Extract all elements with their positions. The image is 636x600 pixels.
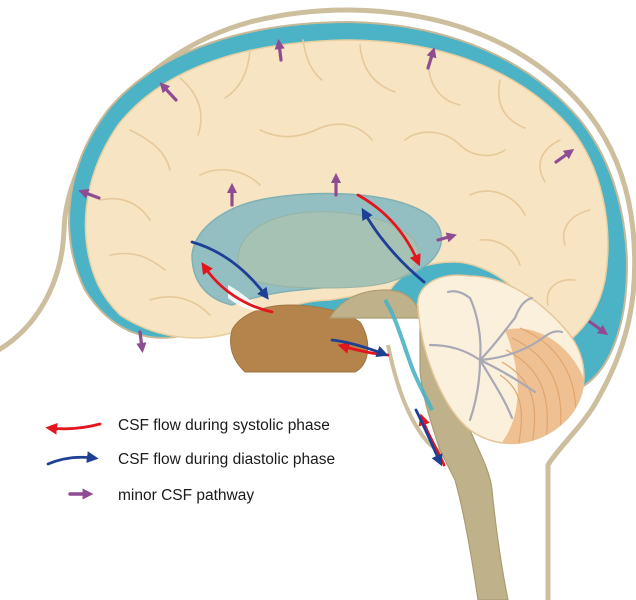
red-curved-arrow-icon [50, 424, 100, 429]
legend-label-diastolic: CSF flow during diastolic phase [118, 451, 335, 468]
legend-item-diastolic: CSF flow during diastolic phase [48, 451, 335, 468]
legend-label-systolic: CSF flow during systolic phase [118, 417, 330, 434]
minor-arrow-1 [279, 44, 281, 60]
blue-curved-arrow-icon [48, 457, 94, 464]
legend: CSF flow during systolic phase CSF flow … [48, 417, 335, 504]
legend-label-minor: minor CSF pathway [118, 487, 254, 504]
legend-item-minor: minor CSF pathway [70, 487, 254, 504]
minor-arrow-9 [140, 332, 142, 348]
legend-item-systolic: CSF flow during systolic phase [50, 417, 330, 434]
